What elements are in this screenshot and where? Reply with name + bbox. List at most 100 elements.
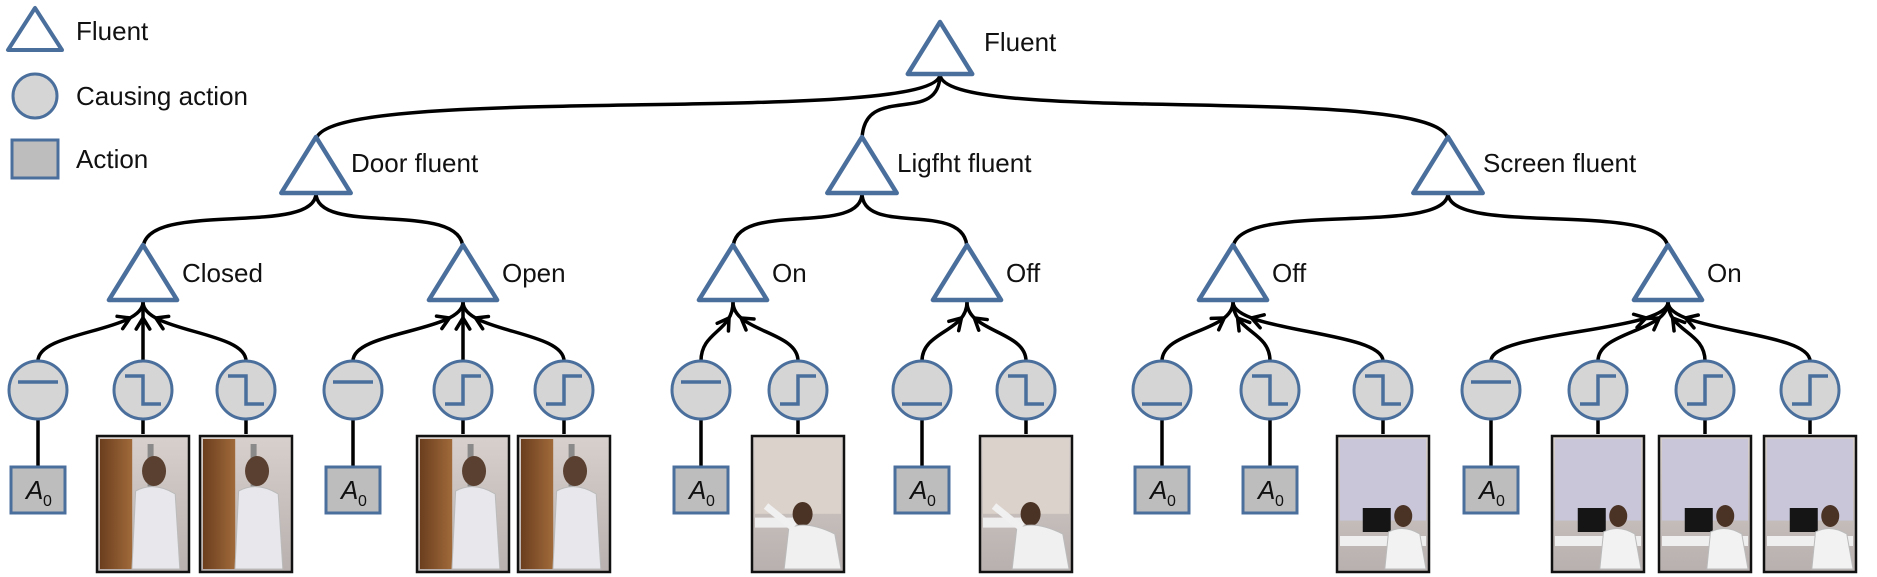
edge-group-to-state	[1231, 192, 1450, 250]
group-fluent-triangle	[1411, 134, 1485, 196]
step-down-icon	[1008, 374, 1044, 406]
wall	[1340, 439, 1426, 521]
group-fluent-label: Screen fluent	[1483, 148, 1637, 178]
edge-group-to-state	[731, 192, 864, 250]
door-panel	[521, 439, 554, 569]
group-fluent-triangle	[279, 134, 353, 196]
state-fluent-triangle	[426, 242, 500, 303]
edge-arrowhead	[1209, 316, 1226, 332]
edge-arrowhead	[739, 316, 756, 332]
person-body	[1384, 528, 1427, 570]
action-label: A	[24, 475, 43, 505]
action-label: A	[908, 475, 927, 505]
step-up-icon	[546, 374, 582, 406]
action-subscript: 0	[706, 493, 715, 510]
door-panel	[420, 439, 453, 569]
person-head	[1020, 502, 1041, 526]
state-fluent-triangle	[106, 242, 180, 303]
edge-arrowhead	[473, 314, 491, 331]
step-up-icon	[1687, 374, 1723, 406]
edge-causing-action	[1666, 301, 1707, 362]
causing-action-circle	[1460, 359, 1522, 421]
edge-arrowhead	[1249, 313, 1266, 330]
monitor	[1684, 508, 1713, 532]
tree-edges	[36, 73, 1812, 467]
edge-group-to-state	[314, 192, 465, 250]
step-up-icon	[1580, 374, 1616, 406]
state-fluent-label: Closed	[182, 258, 263, 288]
desk	[1555, 536, 1641, 546]
causing-action-circle	[670, 359, 732, 421]
step-up-icon	[445, 374, 481, 406]
door-closing-photo	[198, 434, 294, 574]
action-subscript: 0	[358, 493, 367, 510]
action-box	[9, 465, 67, 515]
edge-causing-action	[1231, 301, 1272, 362]
state-fluent-label: On	[1707, 258, 1742, 288]
state-fluent-triangle	[696, 242, 770, 303]
person-head	[462, 456, 487, 486]
action-box	[672, 465, 730, 515]
action-box	[1241, 465, 1299, 515]
causing-action-circle	[7, 359, 69, 421]
person-head	[1394, 505, 1413, 527]
person-head	[245, 456, 270, 486]
state-fluent-triangle	[1196, 242, 1270, 303]
action-label: A	[1477, 475, 1496, 505]
wall	[1555, 439, 1641, 521]
action-subscript: 0	[927, 493, 936, 510]
edge-causing-action	[1596, 301, 1670, 362]
person-body	[1706, 528, 1749, 570]
person-body	[131, 486, 181, 570]
group-fluent-label: Door fluent	[351, 148, 479, 178]
edge-causing-action	[1666, 301, 1812, 362]
edge-arrowhead	[1235, 316, 1252, 333]
action-label: A	[339, 475, 358, 505]
person-head	[142, 456, 167, 486]
action-subscript: 0	[1496, 493, 1505, 510]
edge-causing-action	[141, 301, 248, 362]
monitor	[1577, 508, 1606, 532]
edge-causing-action	[36, 301, 145, 362]
root-fluent-label: Fluent	[984, 27, 1057, 57]
edge-causing-action	[461, 301, 566, 362]
light-switch-photo	[978, 434, 1074, 574]
edge-causing-action	[920, 301, 969, 362]
computer-desk-photo	[1762, 434, 1858, 574]
legend-action-label: Action	[76, 144, 148, 174]
door-panel	[203, 439, 236, 569]
desk	[1662, 536, 1748, 546]
edge-arrowhead	[715, 316, 731, 333]
person-arm	[763, 503, 796, 531]
light-switch-photo	[750, 434, 846, 574]
edge-causing-action	[351, 301, 465, 362]
legend-action-box-icon	[10, 138, 60, 180]
step-up-icon	[1792, 374, 1828, 406]
edge-causing-action	[1231, 301, 1385, 362]
edge-arrowhead	[947, 316, 964, 333]
person-head	[1716, 505, 1735, 527]
legend-causing-action-circle-icon	[11, 72, 59, 120]
step-down-icon	[228, 374, 264, 406]
edge-arrowhead	[972, 316, 989, 332]
legend: Fluent Causing action Action	[6, 6, 248, 180]
legend-fluent-label: Fluent	[76, 16, 149, 46]
legend-causing-action-label: Causing action	[76, 81, 248, 111]
person-body	[451, 486, 501, 570]
monitor	[1362, 508, 1391, 532]
desk	[1340, 536, 1426, 546]
desk	[755, 517, 797, 528]
edge-causing-action	[1160, 301, 1235, 362]
door-opening-photo	[516, 434, 612, 574]
person-body	[552, 486, 602, 570]
group-fluent-triangle	[825, 134, 899, 196]
step-down-icon	[125, 374, 161, 406]
person-body	[1811, 528, 1854, 570]
person-body	[1599, 528, 1642, 570]
action-label: A	[1148, 475, 1167, 505]
desk	[1767, 536, 1853, 546]
